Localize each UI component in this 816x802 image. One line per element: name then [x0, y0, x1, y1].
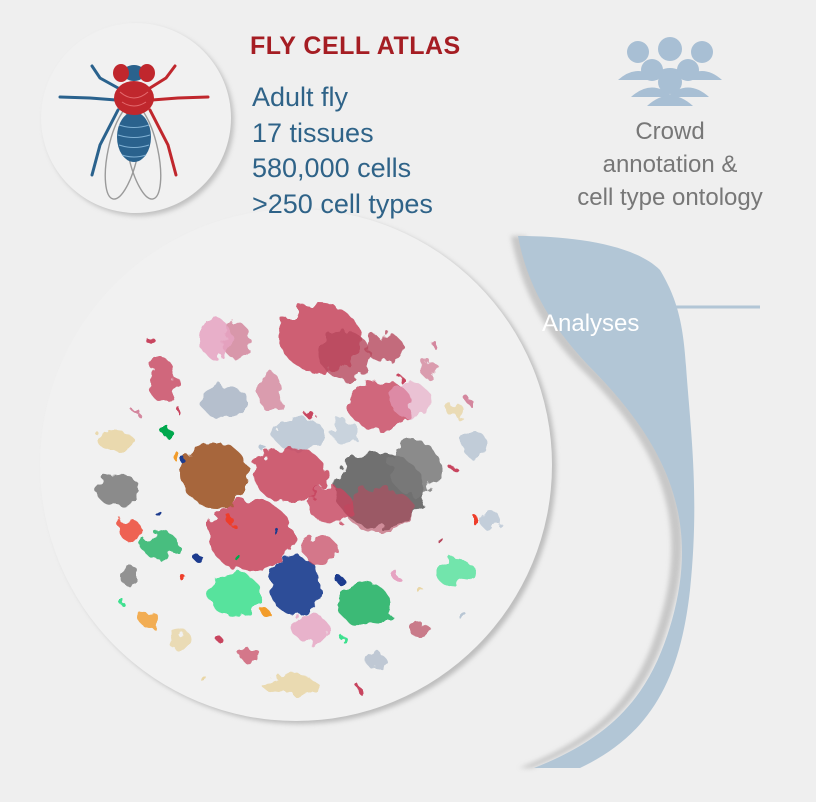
analyses-band [518, 236, 695, 768]
analyses-label: Analyses [542, 310, 640, 337]
figure-title: FLY CELL ATLAS [250, 32, 461, 60]
stat-cells: 580,000 cells [252, 153, 412, 183]
crowd-line-2: annotation & [602, 151, 738, 178]
cluster-specks [117, 336, 479, 693]
stat-cell-types: >250 cell types [252, 188, 433, 219]
stat-organism: Adult fly [252, 82, 349, 112]
umap-cluster-plot [96, 304, 500, 695]
fly-icon [58, 64, 210, 200]
crowd-annotation-text: Crowd annotation & cell type ontology [548, 115, 792, 214]
crowd-line-1: Crowd [635, 118, 705, 145]
stat-tissues: 17 tissues [252, 117, 374, 148]
analyses-swoosh [511, 236, 760, 768]
people-group-icon [618, 37, 722, 106]
atlas-stats: Adult fly 17 tissues 580,000 cells >250 … [252, 80, 433, 222]
crowd-line-3: cell type ontology [577, 184, 763, 211]
